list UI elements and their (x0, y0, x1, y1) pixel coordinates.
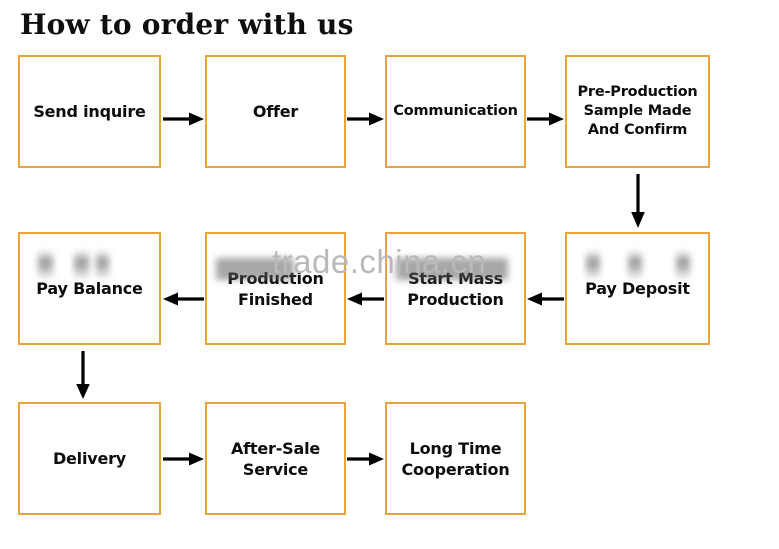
flow-node-pay-balance[interactable]: Pay Balance (18, 232, 161, 345)
flow-node-label: Production Finished (227, 268, 324, 309)
flow-node-delivery[interactable]: Delivery (18, 402, 161, 515)
connector-arrow-right (347, 452, 384, 466)
flow-node-pay-deposit[interactable]: Pay Deposit (565, 232, 710, 345)
flow-node-label: Send inquire (33, 102, 146, 121)
flow-node-communication[interactable]: Communication (385, 55, 526, 168)
flow-node-pre-production[interactable]: Pre-Production Sample Made And Confirm (565, 55, 710, 168)
flow-node-long-time-cooperation[interactable]: Long Time Cooperation (385, 402, 526, 515)
flow-node-production-finished[interactable]: Production Finished (205, 232, 346, 345)
flow-node-label: Start Mass Production (407, 268, 504, 309)
connector-arrow-right (163, 112, 204, 126)
page-title: How to order with us (20, 8, 354, 41)
flow-node-label: Offer (252, 102, 299, 121)
flow-node-label: After-Sale Service (230, 438, 321, 479)
connector-arrow-left (347, 292, 384, 306)
connector-arrow-left (527, 292, 564, 306)
connector-arrow-left (163, 292, 204, 306)
connector-arrow-down (75, 351, 91, 399)
flow-node-label: Delivery (52, 449, 127, 468)
flow-node-label: Long Time Cooperation (401, 438, 510, 479)
flow-node-offer[interactable]: Offer (205, 55, 346, 168)
flow-node-label: Communication (393, 103, 518, 119)
flow-node-send-inquire[interactable]: Send inquire (18, 55, 161, 168)
flow-node-label: Pre-Production Sample Made And Confirm (577, 84, 698, 138)
flow-node-label: Pay Balance (36, 279, 143, 298)
flow-node-label: Pay Deposit (585, 279, 690, 298)
connector-arrow-right (163, 452, 204, 466)
flow-node-start-mass-production[interactable]: Start Mass Production (385, 232, 526, 345)
connector-arrow-down (630, 174, 646, 228)
connector-arrow-right (527, 112, 564, 126)
connector-arrow-right (347, 112, 384, 126)
flow-node-after-sale-service[interactable]: After-Sale Service (205, 402, 346, 515)
